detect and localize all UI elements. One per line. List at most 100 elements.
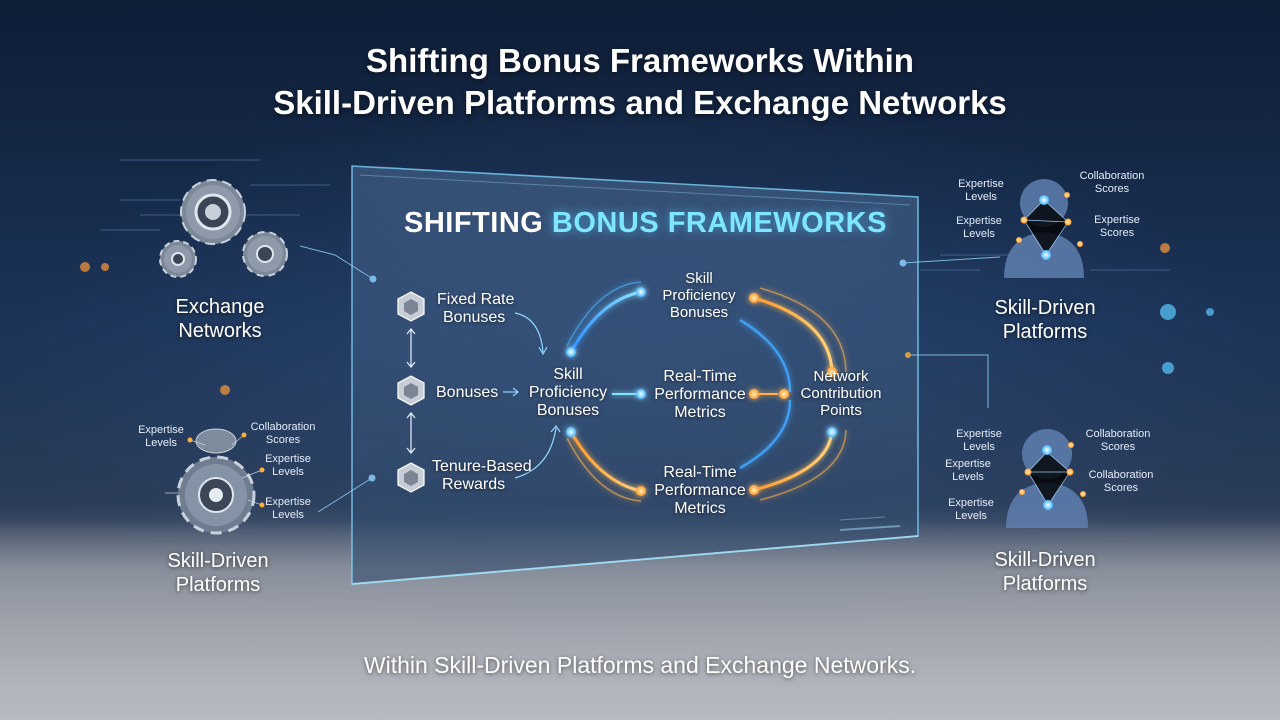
center-hub-line-3: Bonuses	[536, 402, 600, 419]
right-bottom-skill-platforms-line-2: Platforms	[1002, 573, 1088, 595]
gear-brain-dots	[187, 432, 265, 508]
center-hub-line-1: Skill	[553, 366, 583, 383]
flow-nodes	[566, 287, 837, 496]
rt-annotation-1-line-2: Levels	[965, 191, 997, 203]
person-network-icon-top	[1004, 179, 1084, 278]
main-title-line-1: Shifting Bonus Frameworks Within	[366, 42, 914, 79]
hex-fixed-rate-icon	[397, 291, 425, 322]
rb-annotation-4-line-1: Collaboration	[1088, 469, 1154, 481]
tenure-line-2: Rewards	[442, 476, 506, 493]
rb-annotation-3: Expertise Levels	[935, 458, 1001, 484]
rt-annotation-4-line-1: Expertise	[1094, 214, 1140, 226]
connector-lines	[299, 245, 1001, 513]
rb-annotation-2-line-2: Scores	[1100, 441, 1136, 453]
rt-annotation-2-line-1: Collaboration	[1079, 170, 1145, 182]
center-hub-label: Skill Proficiency Bonuses	[512, 366, 624, 420]
middle-node-line-3: Metrics	[674, 404, 726, 421]
left-skill-platforms-line-2: Platforms	[175, 574, 261, 596]
gear-brain-icon	[176, 428, 256, 535]
rt-annotation-1-line-1: Expertise	[958, 178, 1004, 190]
rt-annotation-4: Expertise Scores	[1084, 214, 1150, 240]
right-top-skill-platforms-line-2: Platforms	[1002, 321, 1088, 343]
rb-annotation-1-line-2: Levels	[963, 441, 995, 453]
bottom-node-label: Real-Time Performance Metrics	[645, 464, 755, 518]
center-hub-line-2: Proficiency	[528, 384, 608, 401]
hex-bonuses-icon	[397, 375, 425, 406]
flow-arrows	[503, 312, 561, 479]
top-node-label: Skill Proficiency Bonuses	[647, 270, 751, 321]
rt-annotation-2: Collaboration Scores	[1072, 170, 1152, 196]
panel-title-part-1: SHIFTING	[404, 207, 544, 239]
gears-icon	[159, 179, 288, 278]
rt-annotation-4-line-2: Scores	[1099, 227, 1135, 239]
lb-annotation-4-line-2: Levels	[272, 509, 304, 521]
left-skill-platforms-line-1: Skill-Driven	[167, 550, 269, 572]
lb-annotation-1-line-1: Expertise	[138, 424, 184, 436]
rb-annotation-2-line-1: Collaboration	[1085, 428, 1151, 440]
fixed-rate-line-1: Fixed Rate	[437, 291, 515, 308]
rb-annotation-1-line-1: Expertise	[956, 428, 1002, 440]
rb-annotation-5-line-2: Levels	[955, 510, 987, 522]
right-bottom-skill-platforms-label: Skill-Driven Platforms	[975, 548, 1115, 596]
fixed-rate-bonuses-label: Fixed Rate Bonuses	[437, 291, 514, 327]
top-node-line-3: Bonuses	[669, 304, 729, 321]
fixed-rate-line-2: Bonuses	[443, 309, 506, 326]
right-node-line-2: Contribution	[800, 385, 882, 402]
lb-annotation-2-line-1: Collaboration	[250, 421, 316, 433]
right-node-line-1: Network	[813, 368, 869, 385]
rb-annotation-1: Expertise Levels	[946, 428, 1012, 454]
bonuses-label: Bonuses	[436, 384, 499, 401]
vertical-arrows	[406, 328, 416, 454]
middle-node-line-2: Performance	[654, 386, 746, 403]
lb-annotation-4-line-1: Expertise	[265, 496, 311, 508]
rb-annotation-4: Collaboration Scores	[1081, 469, 1161, 495]
bokeh-lights	[80, 243, 1214, 395]
bottom-node-line-1: Real-Time	[663, 464, 737, 481]
exchange-networks-label: Exchange Networks	[150, 295, 290, 343]
glass-panel	[351, 165, 919, 585]
panel-title: SHIFTING BONUS FRAMEWORKS	[404, 207, 887, 240]
flow-arcs	[566, 281, 847, 502]
rb-annotation-5-line-1: Expertise	[948, 497, 994, 509]
tech-lines-left	[100, 159, 330, 231]
lb-annotation-3: Expertise Levels	[257, 453, 319, 479]
lb-annotation-3-line-2: Levels	[272, 466, 304, 478]
lb-annotation-3-line-1: Expertise	[265, 453, 311, 465]
hex-tenure-icon	[397, 462, 425, 493]
bottom-node-line-2: Performance	[654, 482, 746, 499]
left-column-nodes	[397, 291, 561, 493]
left-skill-platforms-label: Skill-Driven Platforms	[143, 549, 293, 597]
rb-annotation-3-line-1: Expertise	[945, 458, 991, 470]
lb-annotation-1-line-2: Levels	[145, 437, 177, 449]
lb-annotation-2-line-2: Scores	[265, 434, 301, 446]
top-node-line-1: Skill	[685, 270, 713, 287]
rt-annotation-3-line-1: Expertise	[956, 215, 1002, 227]
rt-annotation-2-line-2: Scores	[1094, 183, 1130, 195]
tenure-line-1: Tenure-Based	[432, 458, 532, 475]
right-top-skill-platforms-label: Skill-Driven Platforms	[975, 296, 1115, 344]
lb-annotation-4: Expertise Levels	[257, 496, 319, 522]
tech-lines-right	[920, 254, 1170, 271]
right-top-skill-platforms-line-1: Skill-Driven	[994, 297, 1096, 319]
rb-annotation-4-line-2: Scores	[1103, 482, 1139, 494]
rb-annotation-2: Collaboration Scores	[1078, 428, 1158, 454]
exchange-networks-line-2: Networks	[178, 320, 262, 342]
rb-annotation-5: Expertise Levels	[938, 497, 1004, 523]
right-node-line-3: Points	[820, 402, 862, 419]
middle-node-label: Real-Time Performance Metrics	[645, 368, 755, 422]
right-bottom-skill-platforms-line-1: Skill-Driven	[994, 549, 1096, 571]
rt-annotation-3: Expertise Levels	[946, 215, 1012, 241]
main-title-line-2: Skill-Driven Platforms and Exchange Netw…	[273, 84, 1007, 121]
middle-node-line-1: Real-Time	[663, 368, 737, 385]
lb-annotation-1: Expertise Levels	[126, 424, 196, 450]
panel-title-part-2: BONUS FRAMEWORKS	[551, 207, 887, 239]
rb-annotation-3-line-2: Levels	[952, 471, 984, 483]
exchange-networks-line-1: Exchange	[175, 296, 265, 318]
top-node-line-2: Proficiency	[662, 287, 736, 304]
rt-annotation-3-line-2: Levels	[963, 228, 995, 240]
lb-annotation-2: Collaboration Scores	[243, 421, 323, 447]
right-node-label: Network Contribution Points	[786, 368, 896, 419]
person-network-icon-bottom	[1006, 429, 1088, 528]
bottom-node-line-3: Metrics	[674, 500, 726, 517]
